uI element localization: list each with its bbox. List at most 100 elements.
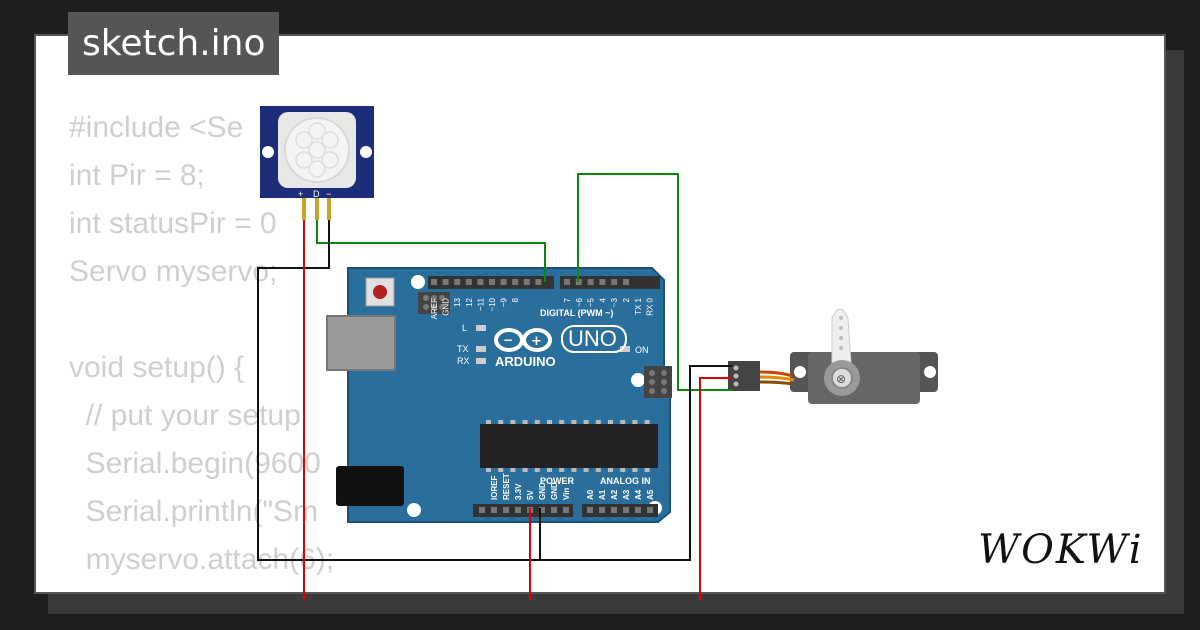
model-label: UNO [568,326,617,351]
chip-pin [522,468,528,472]
power-pin-label: Vin [562,488,571,500]
microcontroller-chip [480,424,658,468]
digital-pin-label: 7 [563,297,572,302]
digital-pin-label: ~5 [587,297,596,307]
power-pin[interactable] [563,507,569,513]
digital-pin-label: ~3 [610,297,619,307]
digital-pin[interactable] [587,279,594,285]
power-pin[interactable] [551,507,557,513]
digital-pin[interactable] [431,279,437,285]
power-pin-label: RESET [502,473,511,500]
code-line: Serial.println("Sm [69,495,319,528]
reset-button-cap[interactable] [373,285,387,299]
led-on [620,346,630,352]
power-pin[interactable] [479,507,485,513]
code-line: int Pir = 8; [69,159,205,192]
digital-pin[interactable] [599,279,606,285]
chip-pin [547,468,552,472]
digital-pin[interactable] [489,279,495,285]
wire-servo-signal[interactable] [577,173,732,391]
power-pin[interactable] [491,507,497,513]
digital-pin-label: AREF [430,298,439,319]
digital-pin-label: ~6 [575,297,584,307]
pir-pin-d: D [313,189,320,199]
power-pin-label: 5V [526,490,535,500]
power-pin-label: GND [538,482,547,500]
analog-pin-label: A0 [586,489,595,500]
digital-pin-label: ~11 [476,297,485,311]
analog-pin[interactable] [587,507,593,513]
analog-label: ANALOG IN [600,476,651,486]
chip-pin [632,420,638,424]
power-pin[interactable] [503,507,509,513]
digital-pin[interactable] [500,279,507,285]
chip-pin [559,468,565,472]
wire-servo-ground[interactable] [540,365,732,561]
digital-pin-label: GND [442,298,451,316]
svg-text:⊗: ⊗ [836,372,846,386]
digital-pin-label: 2 [622,297,631,302]
digital-pin-label: 8 [511,297,520,302]
led-rx [476,358,486,364]
digital-pin[interactable] [465,279,472,285]
analog-pin-label: A4 [634,489,643,500]
digital-pin[interactable] [454,279,461,285]
chip-pin [486,420,491,424]
digital-pin-label: TX 1 [634,297,643,314]
code-line: pinMode(Pir, INPUT); [69,584,371,592]
analog-pin[interactable] [599,507,605,513]
chip-pin [571,468,577,472]
mount-hole [407,503,421,517]
code-line: void setup() { [69,351,245,384]
digital-pin[interactable] [512,279,519,285]
digital-label: DIGITAL (PWM ~) [540,308,613,318]
uno-badge [561,325,627,353]
pir-sensor[interactable]: + D − [260,106,374,220]
digital-pin[interactable] [564,279,570,285]
digital-pin[interactable] [535,279,542,285]
icsp-header [418,292,450,314]
wire-pir-signal[interactable] [316,220,546,282]
pir-pin-plus: + [298,189,303,199]
chip-pin [510,468,516,472]
power-pin[interactable] [539,507,545,513]
chip-pin [620,468,626,472]
analog-pin[interactable] [647,507,653,513]
chip-pin [644,468,650,472]
pir-pin-minus: − [326,189,331,199]
chip-pin [534,420,540,424]
code-line: int statusPir = 0 [69,207,277,240]
analog-pin[interactable] [623,507,629,513]
wires [257,173,732,600]
analog-pin[interactable] [635,507,641,513]
servo-connector [728,361,760,391]
mount-hole [631,373,645,387]
digital-pin[interactable] [523,279,530,285]
led-l-label: L [462,323,467,333]
file-tab[interactable]: sketch.ino [68,12,280,75]
servo-motor[interactable]: ⊗ [728,308,938,404]
digital-pin[interactable] [623,279,629,285]
chip-pin [486,468,491,472]
digital-pin-label: 4 [598,297,607,302]
power-pin-label: GND [550,482,559,500]
digital-pin[interactable] [611,279,618,285]
chip-pin [571,420,577,424]
digital-pin[interactable] [477,279,484,285]
svg-text:−: − [503,333,513,347]
chip-pin [498,468,504,472]
chip-pin [534,468,540,472]
chip-pin [498,420,504,424]
digital-pin[interactable] [442,279,449,285]
chip-pin [608,468,613,472]
chip-pin [632,468,638,472]
power-pin[interactable] [515,507,521,513]
wire-pir-ground[interactable] [257,220,541,561]
led-rx-label: RX [457,356,470,366]
code-line: // put your setup [69,399,301,432]
digital-pin-label: ~10 [488,297,497,311]
analog-pin[interactable] [611,507,617,513]
wire-servo-power[interactable] [699,377,732,600]
